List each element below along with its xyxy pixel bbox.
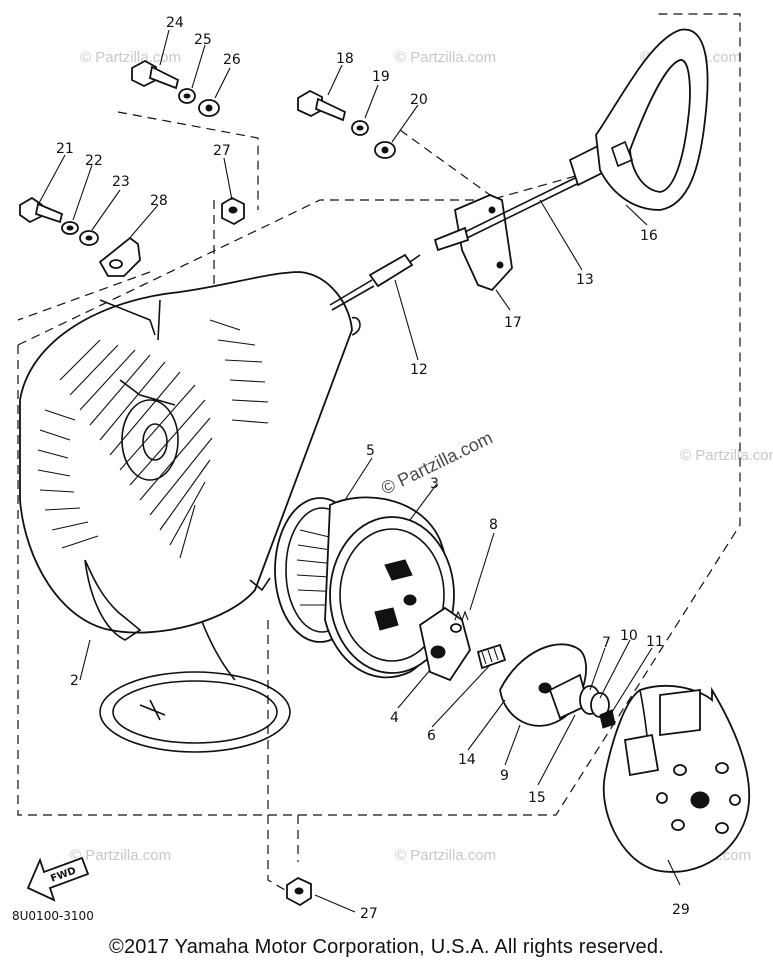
parts-18-20 <box>297 89 396 159</box>
copyright-notice: ©2017 Yamaha Motor Corporation, U.S.A. A… <box>109 936 664 958</box>
watermark: © Partzilla.com <box>395 847 496 864</box>
label-part-2: 2 <box>70 673 79 689</box>
label-part-10: 10 <box>620 628 638 644</box>
watermark: © Partzilla.com <box>680 447 773 464</box>
label-part-21: 21 <box>56 141 74 157</box>
part-16-handle <box>568 28 709 211</box>
label-part-3: 3 <box>430 476 439 492</box>
parts-7-9-10-11-14-15 <box>499 643 616 729</box>
fwd-arrow: FWD <box>26 856 90 902</box>
label-part-19: 19 <box>372 69 390 85</box>
label-part-7: 7 <box>602 635 611 651</box>
parts-4-6-8 <box>418 606 507 682</box>
part-27-nut-bottom <box>286 876 312 907</box>
label-part-14: 14 <box>458 752 476 768</box>
label-part-27-top: 27 <box>213 143 231 159</box>
watermark: © Partzilla.com <box>80 49 181 66</box>
watermark: © Partzilla.com <box>70 847 171 864</box>
label-part-4: 4 <box>390 710 399 726</box>
label-part-9: 9 <box>500 768 509 784</box>
part-29-cover <box>602 685 751 873</box>
label-part-28: 28 <box>150 193 168 209</box>
label-part-13: 13 <box>576 272 594 288</box>
parts-24-26 <box>131 59 220 117</box>
watermark: © Partzilla.com <box>395 49 496 66</box>
label-part-26: 26 <box>223 52 241 68</box>
parts-12-13-cable <box>329 177 578 311</box>
label-part-18: 18 <box>336 51 354 67</box>
label-part-22: 22 <box>85 153 103 169</box>
fan-blades <box>37 319 269 559</box>
label-part-15: 15 <box>528 790 546 806</box>
label-part-25: 25 <box>194 32 212 48</box>
label-part-27-bottom: 27 <box>360 906 378 922</box>
label-part-11: 11 <box>646 634 664 650</box>
label-part-20: 20 <box>410 92 428 108</box>
parts-21-28 <box>19 196 141 277</box>
exploded-parts-diagram: © Partzilla.com © Partzilla.com © Partzi… <box>12 13 773 923</box>
leader-lines <box>37 29 681 913</box>
recoil-housing <box>19 271 361 641</box>
part-27-nut-top <box>221 196 245 226</box>
part-17-bracket <box>433 194 513 292</box>
label-part-23: 23 <box>112 174 130 190</box>
label-part-24: 24 <box>166 15 184 31</box>
label-part-16: 16 <box>640 228 658 244</box>
label-part-6: 6 <box>427 728 436 744</box>
label-part-12: 12 <box>410 362 428 378</box>
label-part-5: 5 <box>366 443 375 459</box>
part-labels: 2 3 4 5 6 7 8 9 10 11 12 13 14 15 16 17 … <box>56 15 690 922</box>
label-part-29: 29 <box>672 902 690 918</box>
diagram-code: 8U0100-3100 <box>12 909 94 923</box>
assembly-boundary <box>17 13 741 891</box>
label-part-8: 8 <box>489 517 498 533</box>
label-part-17: 17 <box>504 315 522 331</box>
